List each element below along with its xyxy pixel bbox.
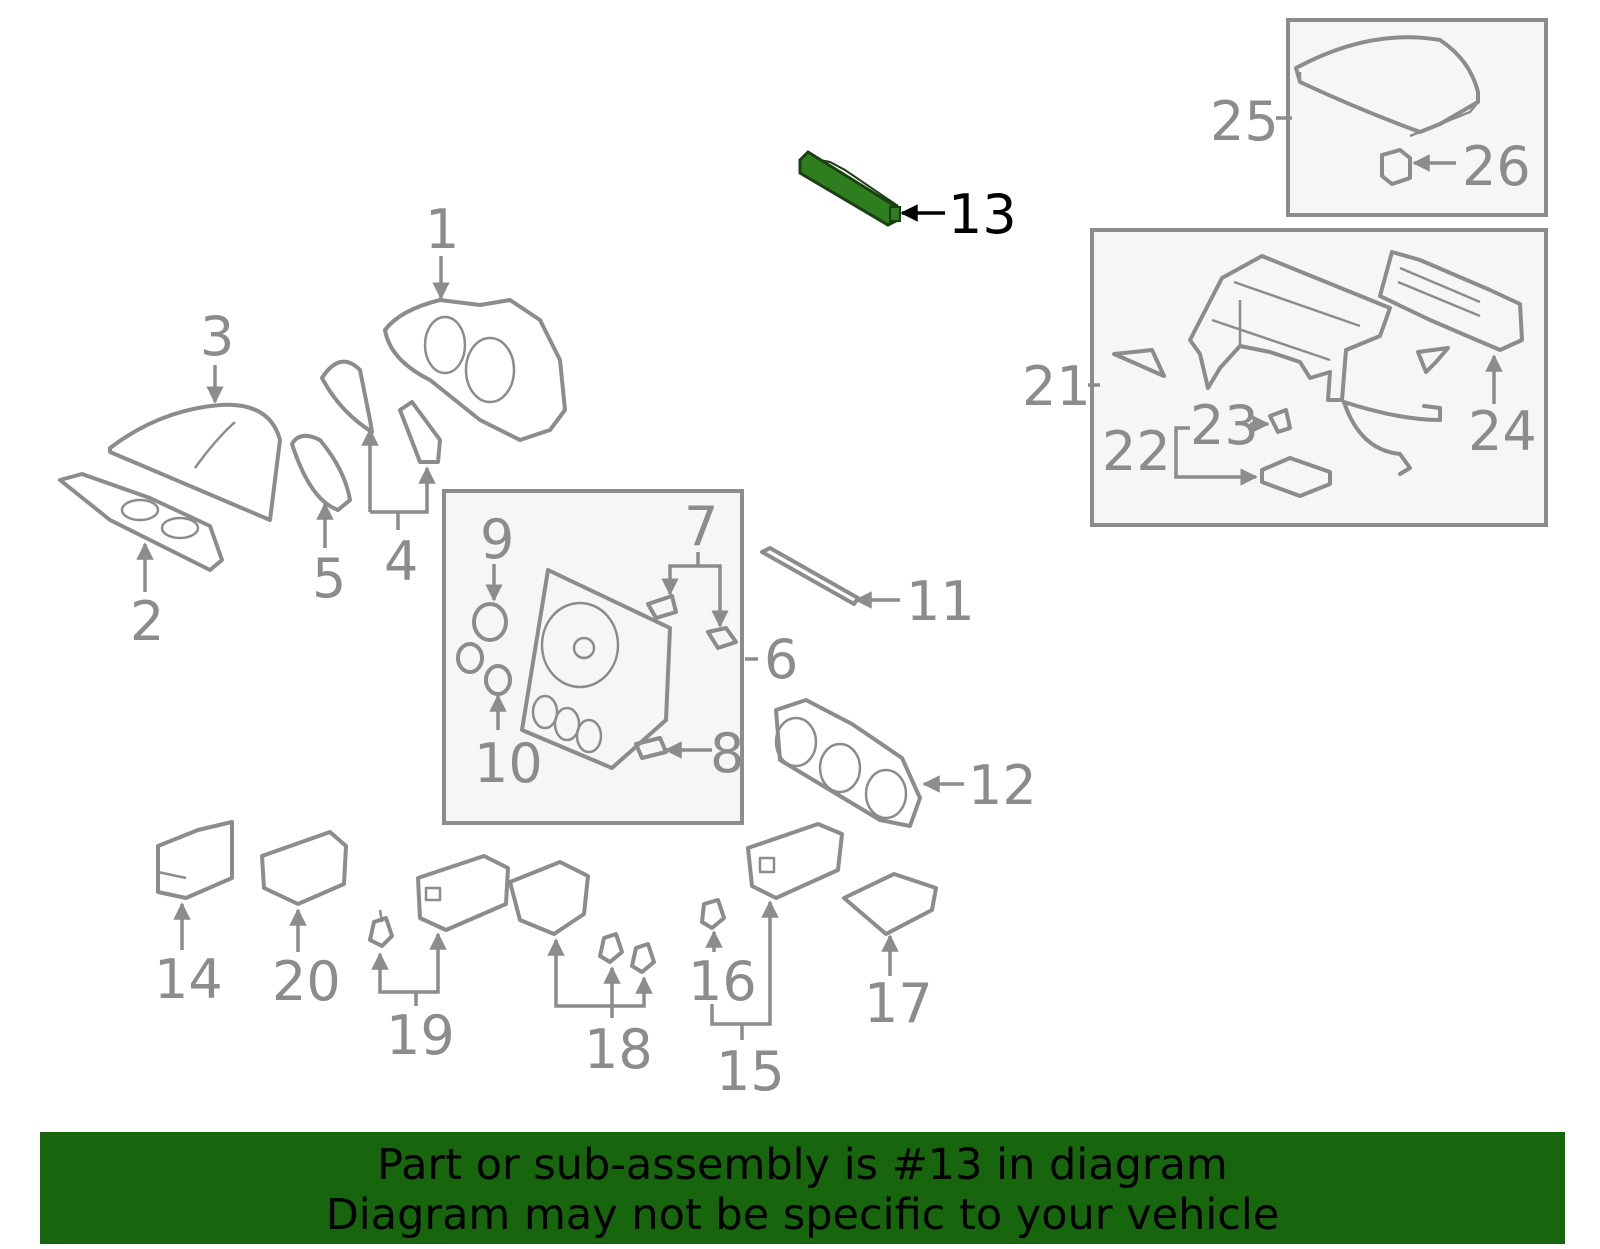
label-9[interactable]: 9: [480, 508, 514, 571]
label-6[interactable]: 6: [764, 628, 798, 691]
part-18-switch[interactable]: [508, 860, 590, 936]
label-23[interactable]: 23: [1190, 394, 1259, 457]
label-5[interactable]: 5: [312, 547, 346, 610]
part-19-switch[interactable]: [416, 854, 510, 932]
label-20[interactable]: 20: [272, 950, 341, 1013]
info-banner: Part or sub-assembly is #13 in diagram D…: [40, 1132, 1565, 1244]
part-18-bolt-b[interactable]: [630, 942, 656, 974]
part-17-module[interactable]: [842, 872, 938, 936]
part-20-switch[interactable]: [260, 830, 348, 906]
label-8[interactable]: 8: [710, 722, 744, 785]
part-22-switch[interactable]: [1260, 456, 1332, 498]
part-9-knob[interactable]: [472, 602, 508, 642]
part-25[interactable]: [1294, 35, 1480, 138]
group-box-6-10: [442, 489, 744, 825]
part-13-highlighted[interactable]: [798, 150, 901, 227]
part-10-knobs[interactable]: [456, 642, 512, 696]
label-14[interactable]: 14: [154, 948, 223, 1011]
label-13[interactable]: 13: [948, 183, 1017, 246]
part-3-cluster-hood[interactable]: [108, 402, 282, 522]
label-21[interactable]: 21: [1022, 355, 1091, 418]
label-26[interactable]: 26: [1462, 135, 1531, 198]
label-24[interactable]: 24: [1468, 400, 1537, 463]
label-4[interactable]: 4: [384, 530, 418, 593]
part-14-switch[interactable]: [156, 820, 234, 900]
label-15[interactable]: 15: [716, 1040, 785, 1103]
label-22[interactable]: 22: [1102, 420, 1171, 483]
part-7-clip-a[interactable]: [646, 594, 678, 620]
label-1[interactable]: 1: [425, 198, 459, 261]
label-3[interactable]: 3: [200, 305, 234, 368]
part-4-left[interactable]: [320, 359, 374, 434]
part-15-switch[interactable]: [746, 822, 844, 900]
label-16[interactable]: 16: [688, 950, 757, 1013]
label-12[interactable]: 12: [968, 754, 1037, 817]
part-19-bolt[interactable]: [368, 909, 394, 948]
part-21-console[interactable]: [1188, 250, 1524, 402]
part-12-climate-control[interactable]: [774, 698, 922, 828]
label-7[interactable]: 7: [684, 495, 718, 558]
part-11-strip[interactable]: [760, 546, 860, 606]
label-25[interactable]: 25: [1210, 90, 1279, 153]
part-1-cluster-housing[interactable]: [383, 298, 567, 442]
part-26[interactable]: [1380, 148, 1412, 186]
label-18[interactable]: 18: [584, 1018, 653, 1081]
label-2[interactable]: 2: [130, 590, 164, 653]
label-10[interactable]: 10: [474, 732, 543, 795]
part-23-clip[interactable]: [1268, 408, 1292, 434]
part-bracket-left[interactable]: [1112, 348, 1166, 378]
part-5[interactable]: [290, 433, 352, 512]
banner-line-1: Part or sub-assembly is #13 in diagram: [377, 1140, 1228, 1190]
banner-line-2: Diagram may not be specific to your vehi…: [325, 1190, 1280, 1240]
label-19[interactable]: 19: [386, 1004, 455, 1067]
part-harness[interactable]: [1342, 400, 1442, 476]
part-7-clip-b[interactable]: [706, 626, 738, 650]
part-4-right[interactable]: [398, 400, 442, 464]
part-16-bolt[interactable]: [700, 898, 726, 930]
part-18-bolt-a[interactable]: [598, 932, 624, 964]
part-2-cluster-bezel[interactable]: [58, 472, 224, 572]
part-clip-right[interactable]: [1416, 346, 1450, 374]
label-17[interactable]: 17: [864, 972, 933, 1035]
label-11[interactable]: 11: [906, 570, 975, 633]
